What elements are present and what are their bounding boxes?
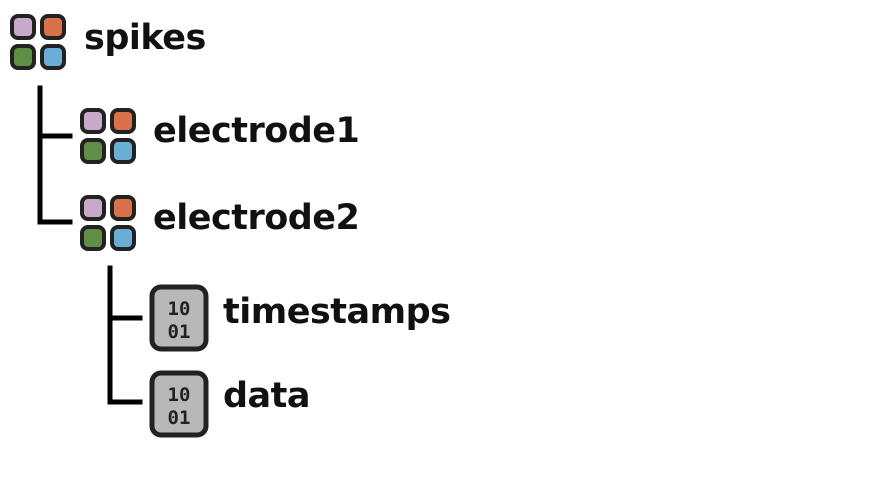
dataset-icon: 10 01 xyxy=(149,370,209,438)
dataset-icon-text-line2: 01 xyxy=(168,321,191,343)
dataset-icon: 10 01 xyxy=(149,284,209,352)
connector-root-to-electrode2 xyxy=(37,133,73,225)
node-label-electrode2: electrode2 xyxy=(153,198,360,238)
group-icon xyxy=(10,14,66,70)
node-label-electrode1: electrode1 xyxy=(153,111,360,151)
group-icon xyxy=(80,108,136,164)
tree-connectors xyxy=(37,85,143,405)
node-label-timestamps: timestamps xyxy=(223,292,451,332)
connector-electrode2-to-data xyxy=(107,315,143,405)
dataset-icon-text-line2: 01 xyxy=(168,407,191,429)
connector-root-to-electrode1 xyxy=(37,85,73,139)
node-label-data: data xyxy=(223,376,311,416)
dataset-icon-text-line1: 10 xyxy=(168,298,191,320)
group-icon xyxy=(80,195,136,251)
dataset-icon-text-line1: 10 xyxy=(168,384,191,406)
connector-electrode2-to-timestamps xyxy=(107,265,143,321)
node-label-spikes: spikes xyxy=(84,18,206,58)
